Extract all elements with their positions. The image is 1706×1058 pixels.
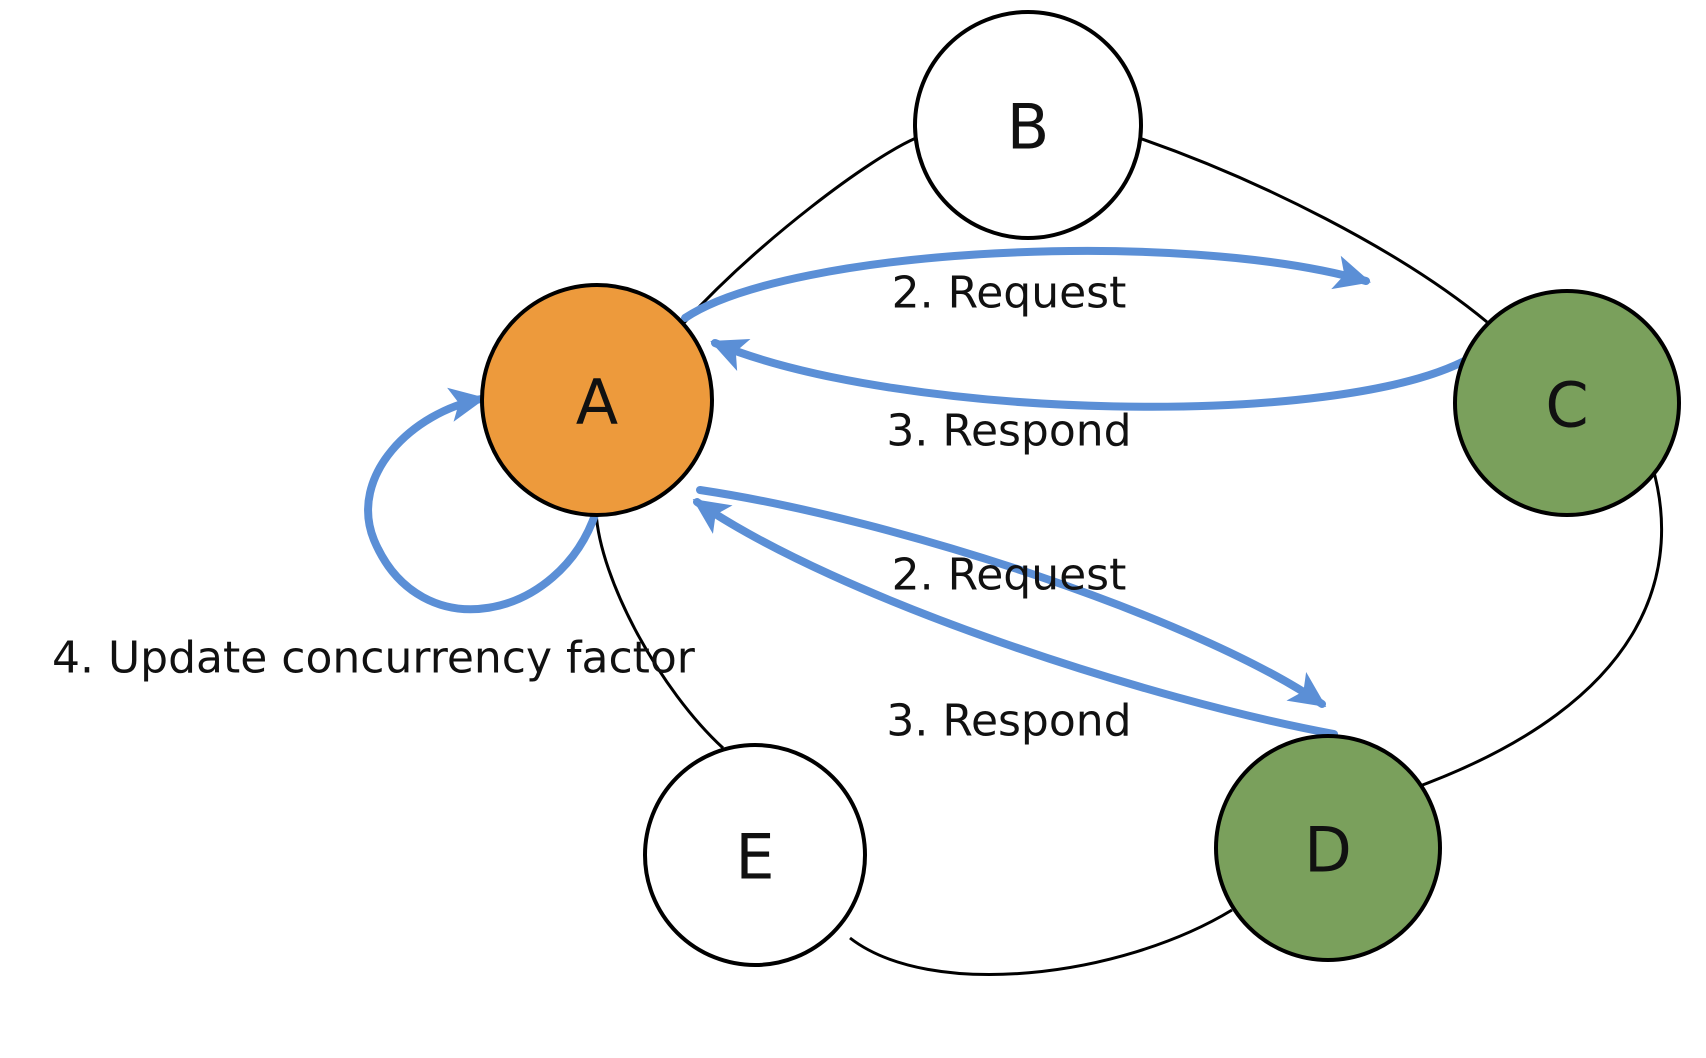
edge-labels-group: 2. Request 3. Respond 2. Request 3. Resp… — [52, 268, 1132, 747]
message-edge-d-to-a-respond[interactable] — [692, 498, 1338, 738]
node-b-circle[interactable] — [913, 10, 1143, 240]
node-d-circle[interactable] — [1214, 734, 1442, 962]
node-a-circle[interactable] — [480, 283, 714, 517]
node-e[interactable]: E — [643, 743, 867, 967]
node-c-circle[interactable] — [1453, 289, 1681, 517]
node-a[interactable]: A — [480, 283, 714, 517]
node-b-label: B — [1007, 91, 1050, 164]
edge-label-d-to-a-respond: 3. Respond — [886, 696, 1131, 747]
ring-edge-d-e — [849, 908, 1233, 976]
message-edge-a-to-c-request[interactable] — [681, 246, 1372, 322]
node-c[interactable]: C — [1453, 289, 1681, 517]
ring-edges-group — [594, 136, 1664, 976]
edge-label-c-to-a-respond: 3. Respond — [886, 406, 1131, 457]
node-c-label: C — [1545, 369, 1588, 442]
node-d[interactable]: D — [1214, 734, 1442, 962]
message-edge-a-to-d-request[interactable] — [696, 486, 1327, 708]
ring-edge-e-a — [594, 511, 725, 750]
nodes-group: A B C D E — [480, 10, 1681, 967]
ring-edge-b-c — [1138, 136, 1488, 324]
edge-label-a-to-d-request: 2. Request — [892, 550, 1127, 601]
node-e-circle[interactable] — [643, 743, 867, 967]
node-d-label: D — [1304, 814, 1352, 887]
edge-label-a-self-loop: 4. Update concurrency factor — [52, 633, 696, 684]
ring-edge-a-b — [681, 136, 917, 326]
node-e-label: E — [735, 821, 774, 894]
node-a-label: A — [576, 366, 618, 439]
message-edge-a-self-loop[interactable] — [364, 387, 600, 614]
message-edge-c-to-a-respond[interactable] — [710, 338, 1474, 411]
edge-label-a-to-c-request: 2. Request — [892, 268, 1127, 319]
ring-edge-c-d — [1408, 464, 1664, 792]
message-edges-group — [364, 246, 1474, 738]
node-b[interactable]: B — [913, 10, 1143, 240]
